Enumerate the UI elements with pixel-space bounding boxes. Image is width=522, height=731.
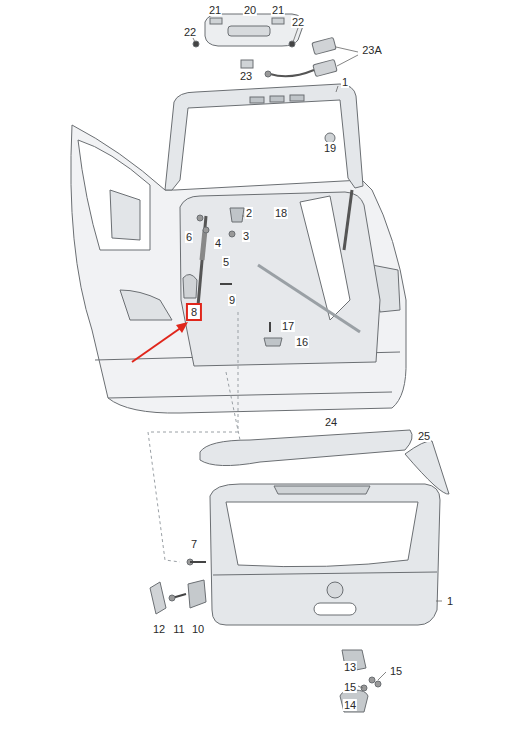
callout-number: 16 — [295, 336, 309, 348]
callout-number: 11 — [172, 623, 185, 635]
callout-number: 21 — [271, 4, 285, 16]
callout-number: 23A — [361, 44, 383, 56]
callout-number: 5 — [222, 256, 230, 268]
callout-number: 10 — [191, 623, 205, 635]
callout-number: 12 — [152, 623, 166, 635]
callout-number: 3 — [242, 230, 250, 242]
callout-number: 17 — [281, 320, 295, 332]
callout-number: 6 — [185, 231, 193, 243]
callout-number: 2 — [245, 207, 253, 219]
callout-number: 19 — [323, 142, 337, 154]
callout-number: 18 — [274, 207, 288, 219]
highlight-box: 8 — [186, 303, 202, 321]
callout-number: 22 — [291, 16, 305, 28]
callout-number: 20 — [243, 4, 257, 16]
callout-number: 14 — [343, 699, 357, 711]
callout-number: 21 — [208, 4, 222, 16]
callout-number: 9 — [228, 294, 236, 306]
callout-number: 25 — [417, 430, 431, 442]
callout-number: 13 — [343, 661, 357, 673]
callout-number: 1 — [341, 76, 349, 88]
callout-number: 1 — [446, 595, 454, 607]
callout-number: 7 — [190, 538, 198, 550]
callout-number: 24 — [324, 416, 338, 428]
callout-number: 8 — [191, 306, 197, 318]
callout-number: 4 — [214, 237, 222, 249]
callout-number: 22 — [183, 26, 197, 38]
callout-number: 23 — [239, 70, 253, 82]
callout-number: 15 — [389, 665, 403, 677]
callout-number: 15 — [343, 681, 357, 693]
